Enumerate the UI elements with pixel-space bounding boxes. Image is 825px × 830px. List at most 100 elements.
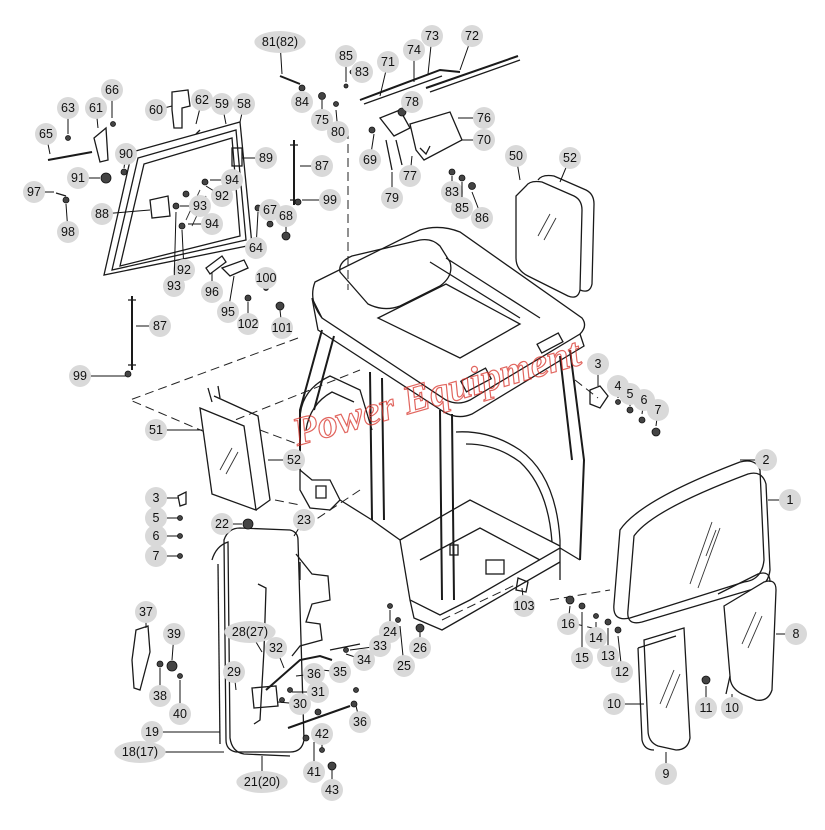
callout-bubble — [67, 167, 89, 189]
callout-label: 51 — [149, 423, 163, 437]
callout-c60: 60 — [145, 99, 173, 121]
callout-bubble — [145, 545, 167, 567]
callout-bubble — [217, 301, 239, 323]
callout-c88: 88 — [91, 203, 151, 225]
callout-bubble — [695, 697, 717, 719]
callout-c19: 19 — [141, 721, 220, 743]
callout-c16: 16 — [557, 605, 579, 635]
callout-label: 21(20) — [244, 775, 280, 789]
callout-c73: 73 — [421, 25, 443, 75]
callout-label: 11 — [700, 701, 713, 715]
callout-bubble — [101, 79, 123, 101]
callout-label: 36 — [307, 667, 321, 681]
callout-label: 99 — [323, 193, 337, 207]
callout-c36b: 36 — [349, 705, 371, 733]
callout-c98: 98 — [57, 203, 79, 243]
callout-label: 68 — [279, 209, 293, 223]
callout-c99b: 99 — [69, 365, 126, 387]
callout-label: 28(27) — [232, 625, 268, 639]
callout-c1: 1 — [768, 489, 801, 511]
callout-c68: 68 — [275, 205, 297, 232]
callout-c70: 70 — [462, 129, 495, 151]
callout-bubble — [254, 31, 306, 53]
callout-c94a: 94 — [210, 169, 243, 191]
callout-label: 52 — [287, 453, 301, 467]
callout-c86: 86 — [471, 191, 493, 229]
callout-c31: 31 — [292, 681, 329, 703]
callout-label: 63 — [61, 101, 75, 115]
callout-c75: 75 — [311, 100, 333, 131]
callout-label: 90 — [119, 147, 133, 161]
right-hardware — [565, 385, 711, 685]
callout-label: 38 — [153, 689, 167, 703]
callout-c103: 103 — [513, 587, 535, 617]
callout-c10a: 10 — [603, 693, 644, 715]
callout-label: 14 — [589, 631, 603, 645]
callout-label: 25 — [397, 659, 411, 673]
callout-c95: 95 — [217, 275, 239, 323]
callout-c17: 18(17) — [114, 741, 224, 763]
callout-bubble — [189, 195, 211, 217]
callout-c32: 32 — [265, 637, 287, 669]
callout-label: 97 — [27, 185, 41, 199]
callout-label: 15 — [575, 651, 589, 665]
callout-label: 94 — [225, 173, 239, 187]
cab-frame — [299, 226, 586, 631]
callout-bubble — [255, 147, 277, 169]
callout-bubble — [223, 661, 245, 683]
callout-label: 98 — [61, 225, 75, 239]
callout-label: 6 — [641, 393, 648, 407]
callout-label: 3 — [595, 357, 602, 371]
callout-c87a: 87 — [300, 155, 333, 177]
callout-c51: 51 — [145, 419, 202, 441]
callout-bubble — [149, 315, 171, 337]
callout-bubble — [236, 771, 288, 793]
callout-bubble — [265, 637, 287, 659]
callout-label: 66 — [105, 83, 119, 97]
callout-label: 24 — [383, 625, 397, 639]
callout-c87b: 87 — [136, 315, 171, 337]
callout-c26: 26 — [409, 632, 431, 659]
callout-label: 64 — [249, 241, 263, 255]
callout-bubble — [655, 763, 677, 785]
callout-c22: 22 — [211, 513, 242, 535]
callout-bubble — [293, 509, 315, 531]
callout-label: 16 — [561, 617, 575, 631]
callout-c3a: 3 — [587, 353, 609, 386]
callout-c10b: 10 — [721, 694, 743, 719]
callout-c69: 69 — [359, 133, 381, 171]
callout-bubble — [393, 655, 415, 677]
callout-leader — [173, 211, 177, 287]
callout-c43: 43 — [321, 770, 343, 801]
callout-c8: 8 — [776, 623, 807, 645]
callout-c58: 58 — [233, 93, 255, 123]
callout-c96: 96 — [201, 272, 223, 303]
callout-bubble — [57, 97, 79, 119]
callout-bubble — [505, 145, 527, 167]
callout-bubble — [201, 213, 223, 235]
callout-label: 87 — [153, 319, 167, 333]
callout-c85b: 85 — [451, 182, 473, 219]
callout-c80: 80 — [327, 109, 349, 143]
callout-label: 9 — [663, 767, 670, 781]
callout-label: 87 — [315, 159, 329, 173]
callout-bubble — [327, 121, 349, 143]
callout-label: 85 — [339, 49, 353, 63]
callout-bubble — [291, 91, 313, 113]
callout-bubble — [145, 99, 167, 121]
callout-label: 23 — [297, 513, 311, 527]
callout-bubble — [359, 149, 381, 171]
callout-label: 4 — [615, 379, 622, 393]
callout-bubble — [461, 25, 483, 47]
callout-label: 83 — [445, 185, 459, 199]
callout-c29: 29 — [223, 661, 245, 691]
wiper-assembly — [279, 55, 521, 190]
callout-bubble — [115, 143, 137, 165]
callout-label: 77 — [403, 169, 417, 183]
callout-label: 19 — [145, 725, 159, 739]
callout-bubble — [785, 623, 807, 645]
callout-label: 79 — [385, 191, 399, 205]
callout-label: 31 — [311, 685, 325, 699]
callout-label: 60 — [149, 103, 163, 117]
callout-label: 10 — [607, 697, 621, 711]
